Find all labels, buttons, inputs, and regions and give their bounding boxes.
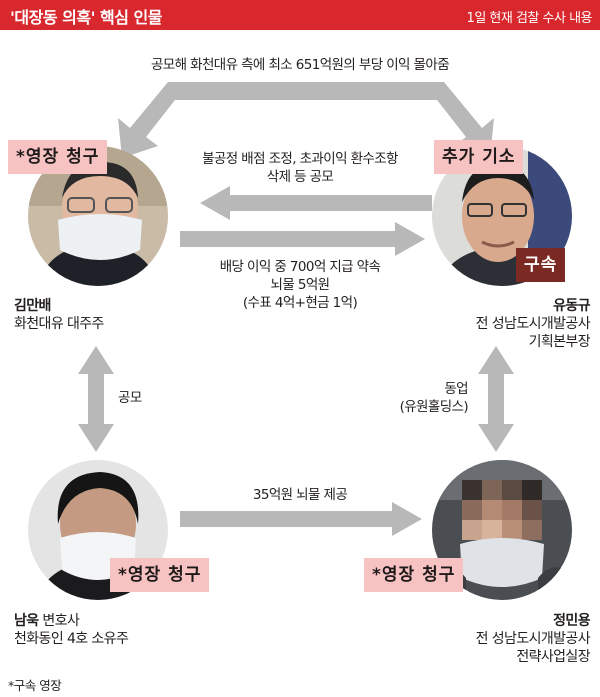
yoo-role-2: 기획본부장 (528, 334, 591, 350)
footnote: *구속 영장 (8, 678, 62, 693)
nam-info: 남욱 변호사 천화동인 4호 소유주 (14, 612, 129, 648)
nam-portrait (28, 460, 168, 600)
arrow-kim-nam (78, 346, 114, 452)
yoo-role-1: 전 성남도시개발공사 (475, 316, 591, 332)
header-note: 1일 현재 검찰 수사 내용 (466, 11, 593, 26)
nam-warrant-badge: *영장 청구 (110, 558, 210, 592)
kim-warrant-badge: *영장 청구 (8, 140, 108, 174)
top-bent-arrow (118, 82, 494, 158)
nam-role: 천화동인 4호 소유주 (14, 631, 129, 647)
arrow-yoo-to-kim (200, 186, 432, 220)
kim-name: 김만배 (14, 298, 51, 314)
jung-info: 정민용 전 성남도시개발공사 전략사업실장 (475, 612, 591, 666)
yoo-name: 유동규 (553, 298, 590, 314)
page-title: '대장동 의혹' 핵심 인물 (10, 8, 163, 27)
arrow-kim-to-yoo (180, 222, 425, 256)
jung-role-2: 전략사업실장 (516, 649, 590, 665)
edge-label-nam-to-jung: 35억원 뇌물 제공 (252, 487, 348, 503)
edge-label-kim-nam: 공모 (118, 390, 142, 406)
jung-name: 정민용 (553, 613, 590, 629)
nam-name: 남욱 (14, 613, 39, 629)
edge-label-yoo-to-kim: 불공정 배점 조정, 초과이익 환수조항 삭제 등 공모 (202, 151, 398, 185)
arrow-yoo-jung (478, 346, 514, 452)
yoo-arrest-badge: 구속 (516, 248, 566, 282)
kim-info: 김만배 화천대유 대주주 (14, 297, 104, 333)
edge-label-top: 공모해 화천대유 측에 최소 651억원의 부당 이익 몰아줌 (150, 57, 450, 73)
edge-label-kim-to-yoo: 배당 이익 중 700억 지급 약속 뇌물 5억원 (수표 4억+현금 1억) (219, 259, 381, 311)
nam-title: 변호사 (38, 613, 80, 629)
kim-role: 화천대유 대주주 (14, 316, 104, 332)
jung-warrant-badge: *영장 청구 (364, 558, 464, 592)
arrow-nam-to-jung (180, 502, 422, 536)
yoo-info: 유동규 전 성남도시개발공사 기획본부장 (475, 297, 591, 351)
yoo-indictment-badge: 추가 기소 (434, 140, 524, 174)
edge-label-yoo-jung: 동업 (유원홀딩스) (399, 381, 469, 415)
jung-role-1: 전 성남도시개발공사 (475, 631, 591, 647)
header-bar: '대장동 의혹' 핵심 인물 1일 현재 검찰 수사 내용 (0, 0, 600, 30)
